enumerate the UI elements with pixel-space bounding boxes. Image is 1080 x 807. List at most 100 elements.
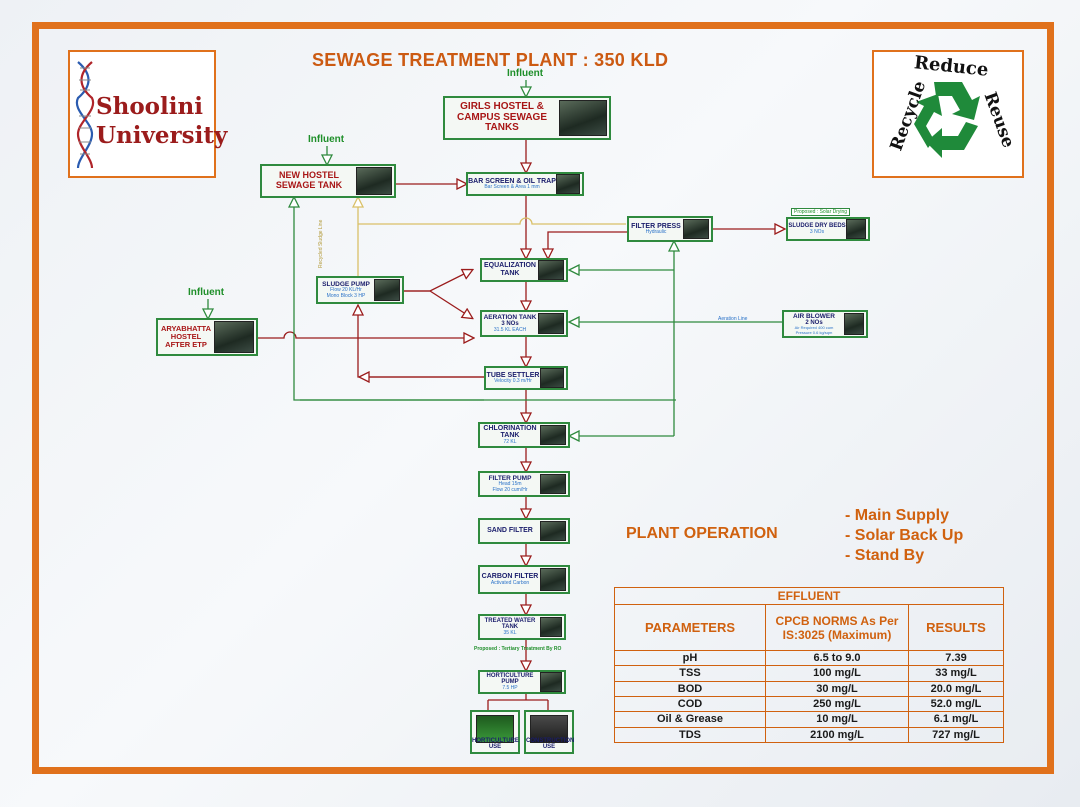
influent-label-girls: Influent — [507, 68, 544, 79]
logo-line-1: Shoolini — [96, 93, 203, 120]
line-tube-to-sludgepump — [358, 306, 484, 378]
dna-icon — [75, 61, 95, 169]
horticulture-pump-label: HORTICULTURE PUMP — [486, 672, 534, 686]
filter-press-box: FILTER PRESS Hydraulic — [627, 216, 713, 242]
row-param: COD — [614, 695, 766, 713]
line-aryabhatta-to-aer — [258, 331, 473, 338]
effluent-header-row: PARAMETERS CPCB NORMS As Per IS:3025 (Ma… — [614, 604, 1004, 651]
plant-operation-heading: PLANT OPERATION — [626, 525, 778, 542]
air-blower-sub3: Pressure 0.6 kg/sqm — [795, 329, 833, 335]
carbon-filter-text: CARBON FILTER Activated Carbon — [480, 573, 540, 586]
horticulture-use-photo — [476, 715, 514, 743]
row-param: Oil & Grease — [614, 711, 766, 728]
aryabhatta-hostel-box: ARYABHATTA HOSTEL AFTER ETP — [156, 318, 258, 356]
air-blower-box: AIR BLOWER 2 NOs Air Required 400 cum Pr… — [782, 310, 868, 338]
chlorination-label: CHLORINATION TANK — [483, 424, 537, 440]
sand-filter-photo — [540, 520, 566, 542]
tube-settler-photo — [540, 368, 564, 388]
header-norms: CPCB NORMS As Per IS:3025 (Maximum) — [765, 604, 909, 651]
carbon-filter-photo — [540, 567, 566, 592]
aeration-text: AERATION TANK 3 NOs 31.5 KL EACH — [482, 314, 538, 333]
filter-press-photo — [683, 218, 709, 240]
row-norm: 6.5 to 9.0 — [765, 649, 909, 667]
line-sludgepump-to-eq — [404, 270, 472, 292]
filter-press-text: FILTER PRESS Hydraulic — [629, 223, 683, 236]
row-result: 20.0 mg/L — [908, 680, 1004, 697]
university-logo: Shoolini University — [68, 50, 227, 178]
sludge-pump-text: SLUDGE PUMP Flow 20 KL/Hr Mono Block 3 H… — [318, 281, 374, 299]
header-parameters: PARAMETERS — [614, 604, 766, 651]
tube-settler-text: TUBE SETTLER Velocity 0.3 m/Hr — [486, 372, 540, 385]
filter-pump-sub1: Head 15m — [498, 481, 522, 488]
aryabhatta-label: ARYABHATTA HOSTEL AFTER ETP — [161, 323, 211, 350]
construction-use-label: CONSTRUCTION USE — [526, 738, 575, 750]
row-result: 6.1 mg/L — [908, 711, 1004, 728]
horticulture-pump-box: HORTICULTURE PUMP 7.5 HP — [478, 670, 566, 694]
logo-line-2: University — [96, 122, 228, 149]
horticulture-pump-text: HORTICULTURE PUMP 7.5 HP — [480, 673, 540, 691]
row-result: 7.39 — [908, 649, 1004, 667]
sludge-dry-beds-text: SLUDGE DRY BEDS 3 NOs — [788, 223, 846, 235]
horticulture-pump-photo — [540, 672, 562, 692]
aeration-line-label: Aeration Line — [718, 316, 748, 322]
equalization-tank-box: EQUALIZATION TANK — [480, 258, 568, 282]
sand-filter-label: SAND FILTER — [487, 527, 533, 535]
tube-settler-label: TUBE SETTLER — [486, 371, 540, 379]
new-hostel-photo — [356, 167, 392, 195]
construction-use-photo — [530, 715, 568, 743]
row-norm: 30 mg/L — [765, 680, 909, 697]
sludge-pump-label: SLUDGE PUMP — [322, 281, 370, 289]
aeration-sub1: 3 NOs — [501, 321, 519, 328]
horticulture-use-label: HORTICULTURE USE — [472, 738, 519, 750]
girls-hostel-tank: GIRLS HOSTEL & CAMPUS SEWAGE TANKS — [443, 96, 611, 140]
sludge-dry-beds-sub: 3 NOs — [809, 228, 825, 235]
mode-main-supply: - Main Supply — [845, 507, 949, 524]
girls-hostel-label: GIRLS HOSTEL & CAMPUS SEWAGE TANKS — [456, 100, 547, 134]
bar-screen-box: BAR SCREEN & OIL TRAP Bar Screen & Area … — [466, 172, 584, 196]
effluent-title-row: EFFLUENT — [614, 587, 1004, 605]
row-param: TSS — [614, 665, 766, 682]
carbon-filter-sub: Activated Carbon — [490, 579, 530, 586]
treated-water-photo — [540, 616, 562, 638]
effluent-title: EFFLUENT — [614, 587, 1004, 605]
influent-label-newhostel: Influent — [308, 134, 345, 145]
row-result: 52.0 mg/L — [908, 695, 1004, 713]
new-hostel-tank: NEW HOSTEL SEWAGE TANK — [260, 164, 396, 198]
horticulture-pump-sub: 7.5 HP — [502, 684, 518, 691]
filter-pump-sub2: Flow 20 cum/Hr — [492, 486, 528, 493]
sludge-dry-beds-box: SLUDGE DRY BEDS 3 NOs — [786, 217, 870, 241]
chlorination-tank-box: CHLORINATION TANK 72 KL — [478, 422, 570, 448]
influent-label-aryabhatta: Influent — [188, 287, 225, 298]
row-param: TDS — [614, 726, 766, 744]
bar-screen-photo — [556, 174, 580, 194]
sludge-pump-box: SLUDGE PUMP Flow 20 KL/Hr Mono Block 3 H… — [316, 276, 404, 304]
recycle-icon — [914, 82, 980, 158]
row-norm: 100 mg/L — [765, 665, 909, 682]
row-norm: 250 mg/L — [765, 695, 909, 713]
air-blower-sub1: 2 NOs — [805, 319, 823, 326]
proposed-solar-label: Proposed : Solar Drying — [791, 208, 851, 216]
recycle-badge: Reduce Reuse Recycle — [872, 50, 1024, 178]
row-result: 33 mg/L — [908, 665, 1004, 682]
row-norm: 10 mg/L — [765, 711, 909, 728]
line-hpump-to-use — [487, 694, 549, 710]
air-blower-label: AIR BLOWER — [793, 312, 835, 320]
aeration-photo — [538, 312, 564, 335]
row-result: 727 mg/L — [908, 726, 1004, 744]
aryabhatta-photo — [214, 321, 254, 353]
treated-water-label: TREATED WATER TANK — [484, 617, 536, 631]
effluent-table: EFFLUENT PARAMETERS CPCB NORMS As Per IS… — [614, 587, 1004, 744]
tertiary-label: Proposed : Tertiary Treatment By RO — [474, 646, 562, 652]
sludge-pump-sub1: Flow 20 KL/Hr — [330, 287, 362, 294]
filter-press-sub: Hydraulic — [645, 229, 667, 236]
carbon-filter-label: CARBON FILTER — [481, 573, 539, 581]
bar-screen-text: BAR SCREEN & OIL TRAP Bar Screen & Area … — [468, 178, 556, 191]
tube-settler-sub: Velocity 0.3 m/Hr — [494, 378, 532, 385]
filter-pump-text: FILTER PUMP Head 15m Flow 20 cum/Hr — [480, 475, 540, 493]
page-title: SEWAGE TREATMENT PLANT : 350 KLD — [312, 50, 669, 70]
